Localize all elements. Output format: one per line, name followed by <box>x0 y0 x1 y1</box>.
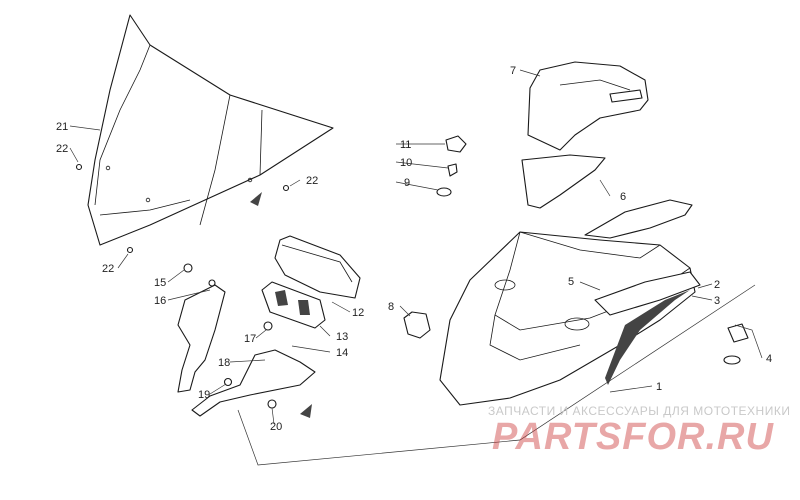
callout-21: 21 <box>56 121 68 133</box>
callout-22: 22 <box>102 263 114 275</box>
hardware <box>75 163 749 409</box>
callout-20: 20 <box>270 421 282 433</box>
gauge-assembly <box>261 235 361 329</box>
callout-15: 15 <box>154 277 166 289</box>
vent-grille <box>521 154 693 239</box>
arrow-indicator <box>250 192 262 206</box>
windshield <box>87 14 334 246</box>
mount-brackets <box>177 284 316 417</box>
callout-6: 6 <box>620 191 626 203</box>
callout-14: 14 <box>336 347 348 359</box>
callout-5: 5 <box>568 276 574 288</box>
console-cover <box>527 61 649 151</box>
callout-19: 19 <box>198 389 210 401</box>
callout-10: 10 <box>400 157 412 169</box>
hood-assembly <box>439 231 701 406</box>
latch-parts <box>436 135 467 197</box>
callout-18: 18 <box>218 357 230 369</box>
watermark-tagline: ЗАПЧАСТИ И АКСЕССУАРЫ ДЛЯ МОТОТЕХНИКИ <box>488 404 791 418</box>
callout-2: 2 <box>714 279 720 291</box>
knob-8 <box>403 311 431 339</box>
callout-3: 3 <box>714 295 720 307</box>
callout-11: 11 <box>400 139 411 151</box>
callout-12: 12 <box>352 307 364 319</box>
callout-7: 7 <box>510 65 516 77</box>
callout-9: 9 <box>404 177 410 189</box>
callout-labels: 1 2 3 4 5 6 7 8 9 10 11 12 13 14 15 16 1… <box>56 65 772 433</box>
callout-1: 1 <box>656 381 662 393</box>
callout-22: 22 <box>306 175 318 187</box>
callout-16: 16 <box>154 295 166 307</box>
watermark-logo: PARTSFOR.RU <box>492 416 774 458</box>
callout-22: 22 <box>56 143 68 155</box>
arrow-indicator <box>300 404 312 418</box>
callout-17: 17 <box>244 333 256 345</box>
leader-lines <box>69 69 763 466</box>
callout-8: 8 <box>388 301 394 313</box>
callout-4: 4 <box>766 353 772 365</box>
callout-13: 13 <box>336 331 348 343</box>
